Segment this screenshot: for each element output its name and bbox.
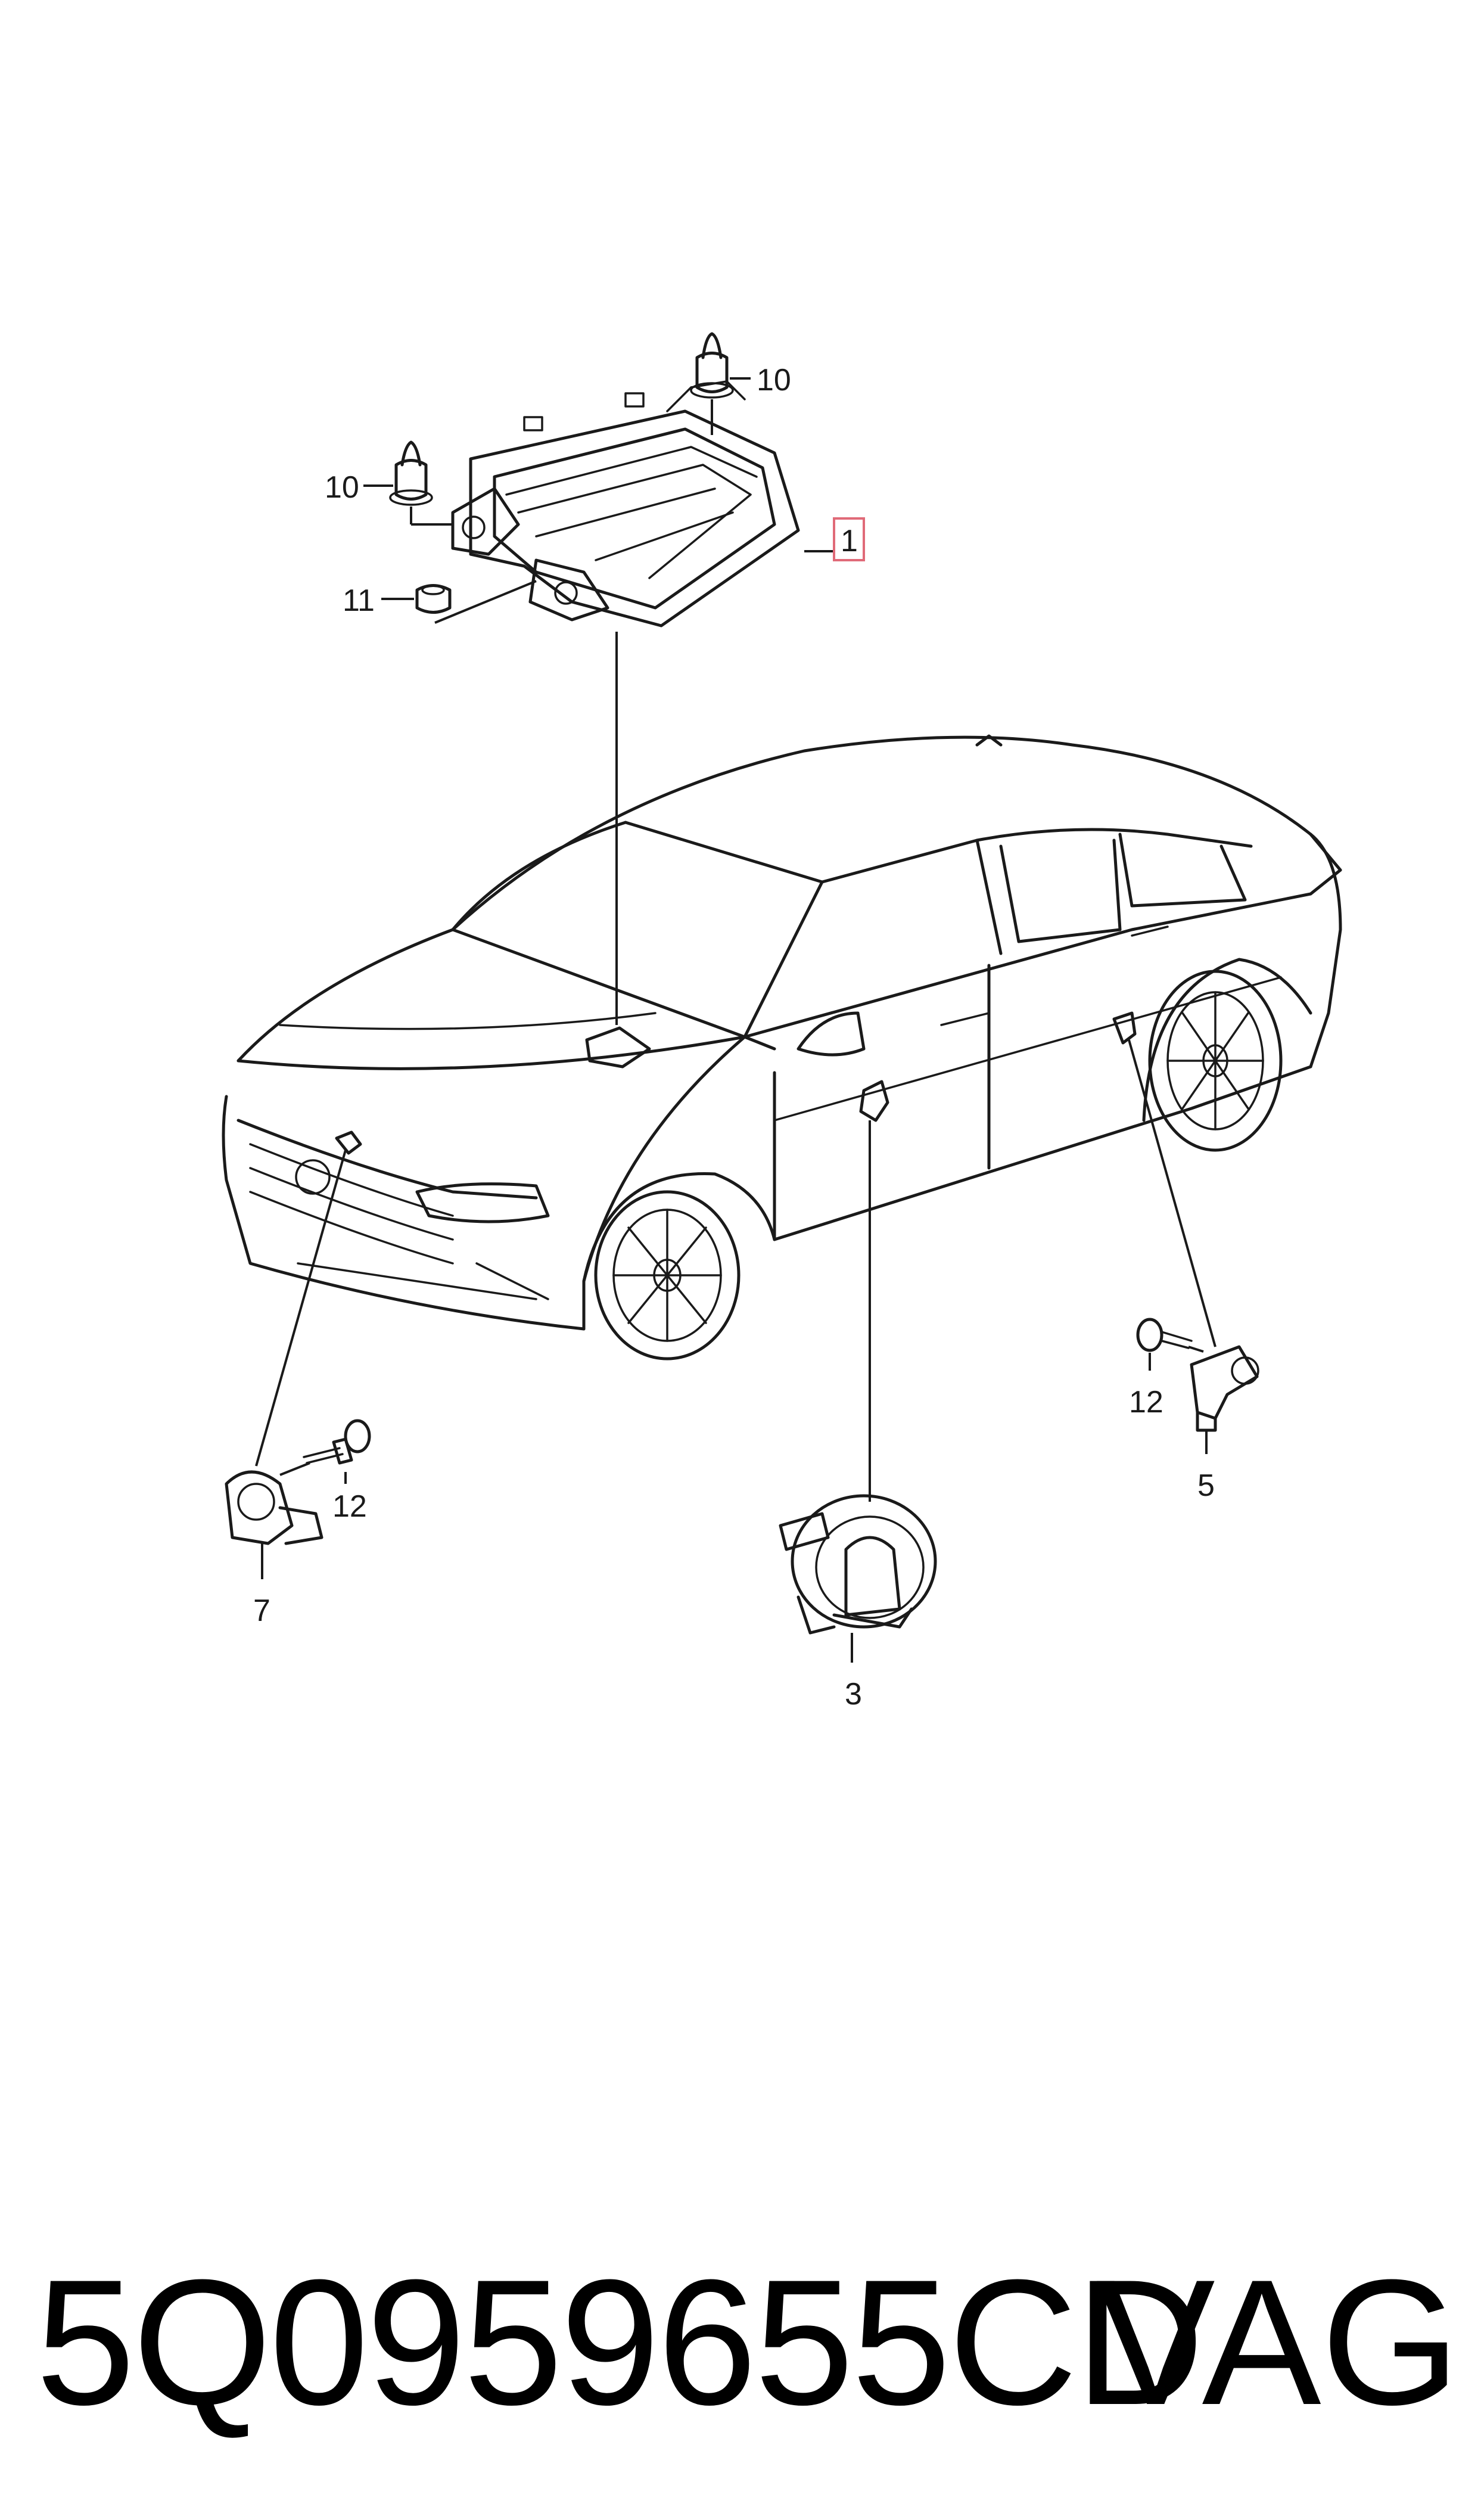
nut-10-top: 10 — [690, 332, 791, 435]
callout-1-highlight[interactable]: 1 — [804, 517, 865, 561]
bolt-12-right: 12 — [1129, 1318, 1204, 1420]
car-outline — [222, 734, 1342, 1361]
callout-10-top: 10 — [757, 363, 791, 397]
callout-7: 7 — [253, 1594, 270, 1628]
airbag-control-unit — [451, 380, 800, 628]
nut-11: 11 — [343, 580, 537, 624]
callout-12-left: 12 — [332, 1489, 367, 1524]
crash-sensor-5: 5 — [1190, 1345, 1259, 1503]
callout-5: 5 — [1197, 1468, 1215, 1503]
callout-11: 11 — [343, 583, 375, 618]
callout-1: 1 — [841, 524, 858, 558]
crash-sensor-7: 7 — [225, 1470, 323, 1628]
nut-10-left: 10 — [325, 440, 453, 526]
callout-3: 3 — [845, 1677, 862, 1712]
brand-label: VAG — [1096, 2242, 1460, 2442]
callout-10-left: 10 — [325, 470, 359, 505]
part-number: 5Q0959655CD — [36, 2242, 1204, 2442]
leader-7 — [255, 1150, 347, 1467]
bolt-12-left: 12 — [279, 1419, 371, 1524]
leader-5 — [1128, 1039, 1217, 1347]
callout-12-right: 12 — [1129, 1385, 1163, 1420]
sensor-3: 3 — [779, 1494, 937, 1712]
